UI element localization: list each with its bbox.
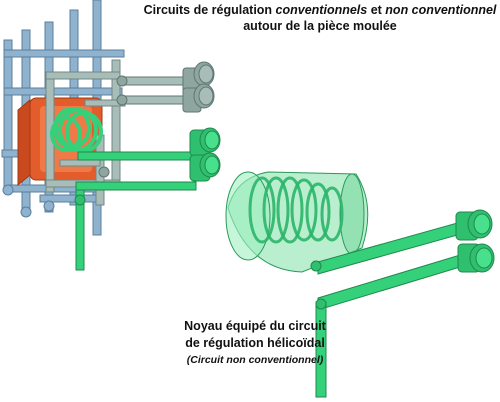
caption-top-text-2: et [367,3,386,17]
helical-coil-right [248,176,344,244]
caption-top-text-3: autour de la pièce moulée [243,19,397,33]
caption-top-italic-1: conventionnels [275,3,368,17]
left-mold-assembly [1,0,221,271]
core-with-helical-circuit [225,171,495,398]
caption-bottom-line-3: (Circuit non conventionnel) [186,354,324,366]
caption-top-text-1: Circuits de régulation [143,3,276,17]
caption-bottom-line-2: de régulation hélicoïdal [185,336,325,350]
non-conventional-circuit-left [74,127,221,271]
caption-bottom-line-1: Noyau équipé du circuit [184,319,326,333]
caption-top-italic-2: non conventionnel [385,3,497,17]
transparent-core [225,171,369,273]
gray-connectors [98,61,215,178]
caption-core-helical-circuit: Noyau équipé du circuit de régulation hé… [150,318,360,369]
caption-conventional-circuits: Circuits de régulation conventionnels et… [140,2,500,34]
helical-coil-left [50,107,103,153]
non-conventional-circuit-right [310,209,495,398]
